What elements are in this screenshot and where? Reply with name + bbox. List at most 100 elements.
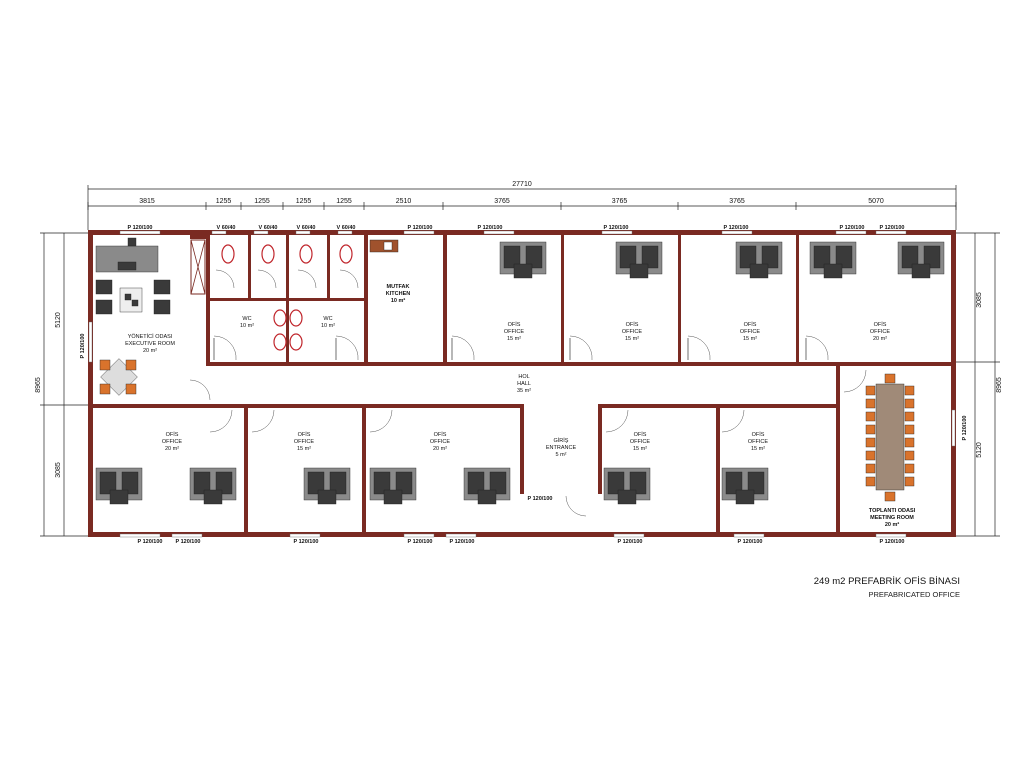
window-label: P 120/100 bbox=[408, 225, 433, 231]
window bbox=[733, 533, 765, 538]
drawing-title: 249 m2 PREFABRİK OFİS BİNASI bbox=[813, 576, 960, 587]
window bbox=[951, 409, 956, 447]
meeting-chair bbox=[865, 437, 876, 448]
chair bbox=[477, 489, 497, 505]
chair bbox=[121, 471, 139, 495]
window-label: P 120/100 bbox=[450, 539, 475, 545]
meeting-chair bbox=[904, 385, 915, 396]
chair bbox=[911, 263, 931, 279]
meeting-chair bbox=[865, 450, 876, 461]
window-label: P 120/100 bbox=[880, 539, 905, 545]
toilet bbox=[261, 244, 275, 264]
window bbox=[119, 230, 161, 235]
chair bbox=[901, 245, 919, 269]
left-lower-depth-label: 3085 bbox=[55, 462, 62, 478]
room-label-office: OFİS bbox=[874, 321, 887, 328]
room-label-hall: HALL bbox=[517, 381, 531, 387]
door-swing bbox=[251, 409, 275, 433]
exterior-wall-bottom-left bbox=[88, 532, 598, 537]
door-swing bbox=[843, 369, 867, 393]
interior-wall bbox=[364, 235, 368, 365]
room-label-office: 15 m² bbox=[507, 336, 521, 342]
executive-chair bbox=[117, 261, 137, 271]
meeting-chair bbox=[904, 463, 915, 474]
interior-wall bbox=[561, 235, 564, 365]
window bbox=[445, 533, 477, 538]
door-swing bbox=[565, 495, 587, 517]
left-upper-depth-label: 5120 bbox=[55, 312, 62, 328]
room-label-office: 15 m² bbox=[297, 446, 311, 452]
sink bbox=[273, 309, 287, 327]
window bbox=[613, 533, 645, 538]
room-label-kitchen: 10 m² bbox=[391, 297, 406, 304]
interior-wall bbox=[678, 235, 681, 365]
corridor-wall-bottom bbox=[93, 404, 523, 408]
room-label-office: OFİS bbox=[508, 321, 521, 328]
vent-window-label: V 60/40 bbox=[259, 225, 278, 231]
segment-width-label: 3765 bbox=[612, 198, 628, 205]
door-swing bbox=[451, 335, 475, 361]
right-depth-label: 8965 bbox=[996, 377, 1003, 393]
meeting-chair bbox=[865, 398, 876, 409]
overall-width-label: 27710 bbox=[512, 181, 532, 188]
left-depth-label: 8965 bbox=[35, 377, 42, 393]
window-label: P 120/100 bbox=[840, 225, 865, 231]
table-item bbox=[131, 299, 139, 307]
window bbox=[483, 230, 515, 235]
chair bbox=[109, 489, 129, 505]
right-lower-depth-label: 5120 bbox=[976, 442, 983, 458]
window-label: P 120/100 bbox=[618, 539, 643, 545]
armchair bbox=[95, 299, 113, 315]
meeting-table bbox=[875, 383, 905, 491]
room-label-executive: 20 m² bbox=[143, 348, 157, 354]
chair bbox=[503, 245, 521, 269]
window bbox=[875, 230, 907, 235]
segment-width-label: 3765 bbox=[729, 198, 745, 205]
toilet bbox=[299, 244, 313, 264]
meeting-chair bbox=[904, 437, 915, 448]
segment-width-label: 3815 bbox=[139, 198, 155, 205]
armchair bbox=[153, 279, 171, 295]
door-swing bbox=[721, 409, 745, 433]
window-label: P 120/100 bbox=[128, 225, 153, 231]
room-label-office: OFFICE bbox=[430, 439, 450, 445]
vent-window-label: V 60/40 bbox=[217, 225, 236, 231]
window bbox=[337, 230, 353, 235]
interior-wall bbox=[244, 404, 248, 534]
room-label-office: OFİS bbox=[634, 431, 647, 438]
chair bbox=[489, 471, 507, 495]
chair bbox=[749, 263, 769, 279]
chair bbox=[395, 471, 413, 495]
room-label-meeting: MEETING ROOM bbox=[870, 515, 914, 521]
room-label-hall: HOL bbox=[518, 374, 529, 380]
window-label: P 120/100 bbox=[604, 225, 629, 231]
meeting-chair bbox=[904, 411, 915, 422]
interior-wall bbox=[520, 404, 524, 494]
door-swing bbox=[335, 335, 359, 361]
meeting-chair bbox=[904, 424, 915, 435]
room-label-executive: YÖNETİCİ ODASI bbox=[128, 333, 173, 340]
chair bbox=[99, 471, 117, 495]
window bbox=[403, 533, 435, 538]
chair bbox=[203, 489, 223, 505]
interior-wall bbox=[327, 235, 330, 299]
door-swing bbox=[605, 409, 629, 433]
window-label: P 120/100 bbox=[294, 539, 319, 545]
door-swing bbox=[687, 335, 711, 361]
interior-wall bbox=[716, 404, 720, 534]
armchair bbox=[95, 279, 113, 295]
chair bbox=[329, 471, 347, 495]
meeting-chair bbox=[865, 385, 876, 396]
armchair bbox=[153, 299, 171, 315]
sink bbox=[289, 333, 303, 351]
meeting-chair bbox=[865, 476, 876, 487]
meeting-chair bbox=[904, 398, 915, 409]
chair bbox=[739, 245, 757, 269]
room-label-office: OFFICE bbox=[748, 439, 768, 445]
walls bbox=[88, 230, 956, 538]
window-labels: P 120/100 P 120/100 P 120/100 P 120/100 P 12… bbox=[80, 225, 968, 545]
window-label: P 120/100 bbox=[478, 225, 503, 231]
window bbox=[171, 533, 203, 538]
room-label-office: 15 m² bbox=[743, 336, 757, 342]
